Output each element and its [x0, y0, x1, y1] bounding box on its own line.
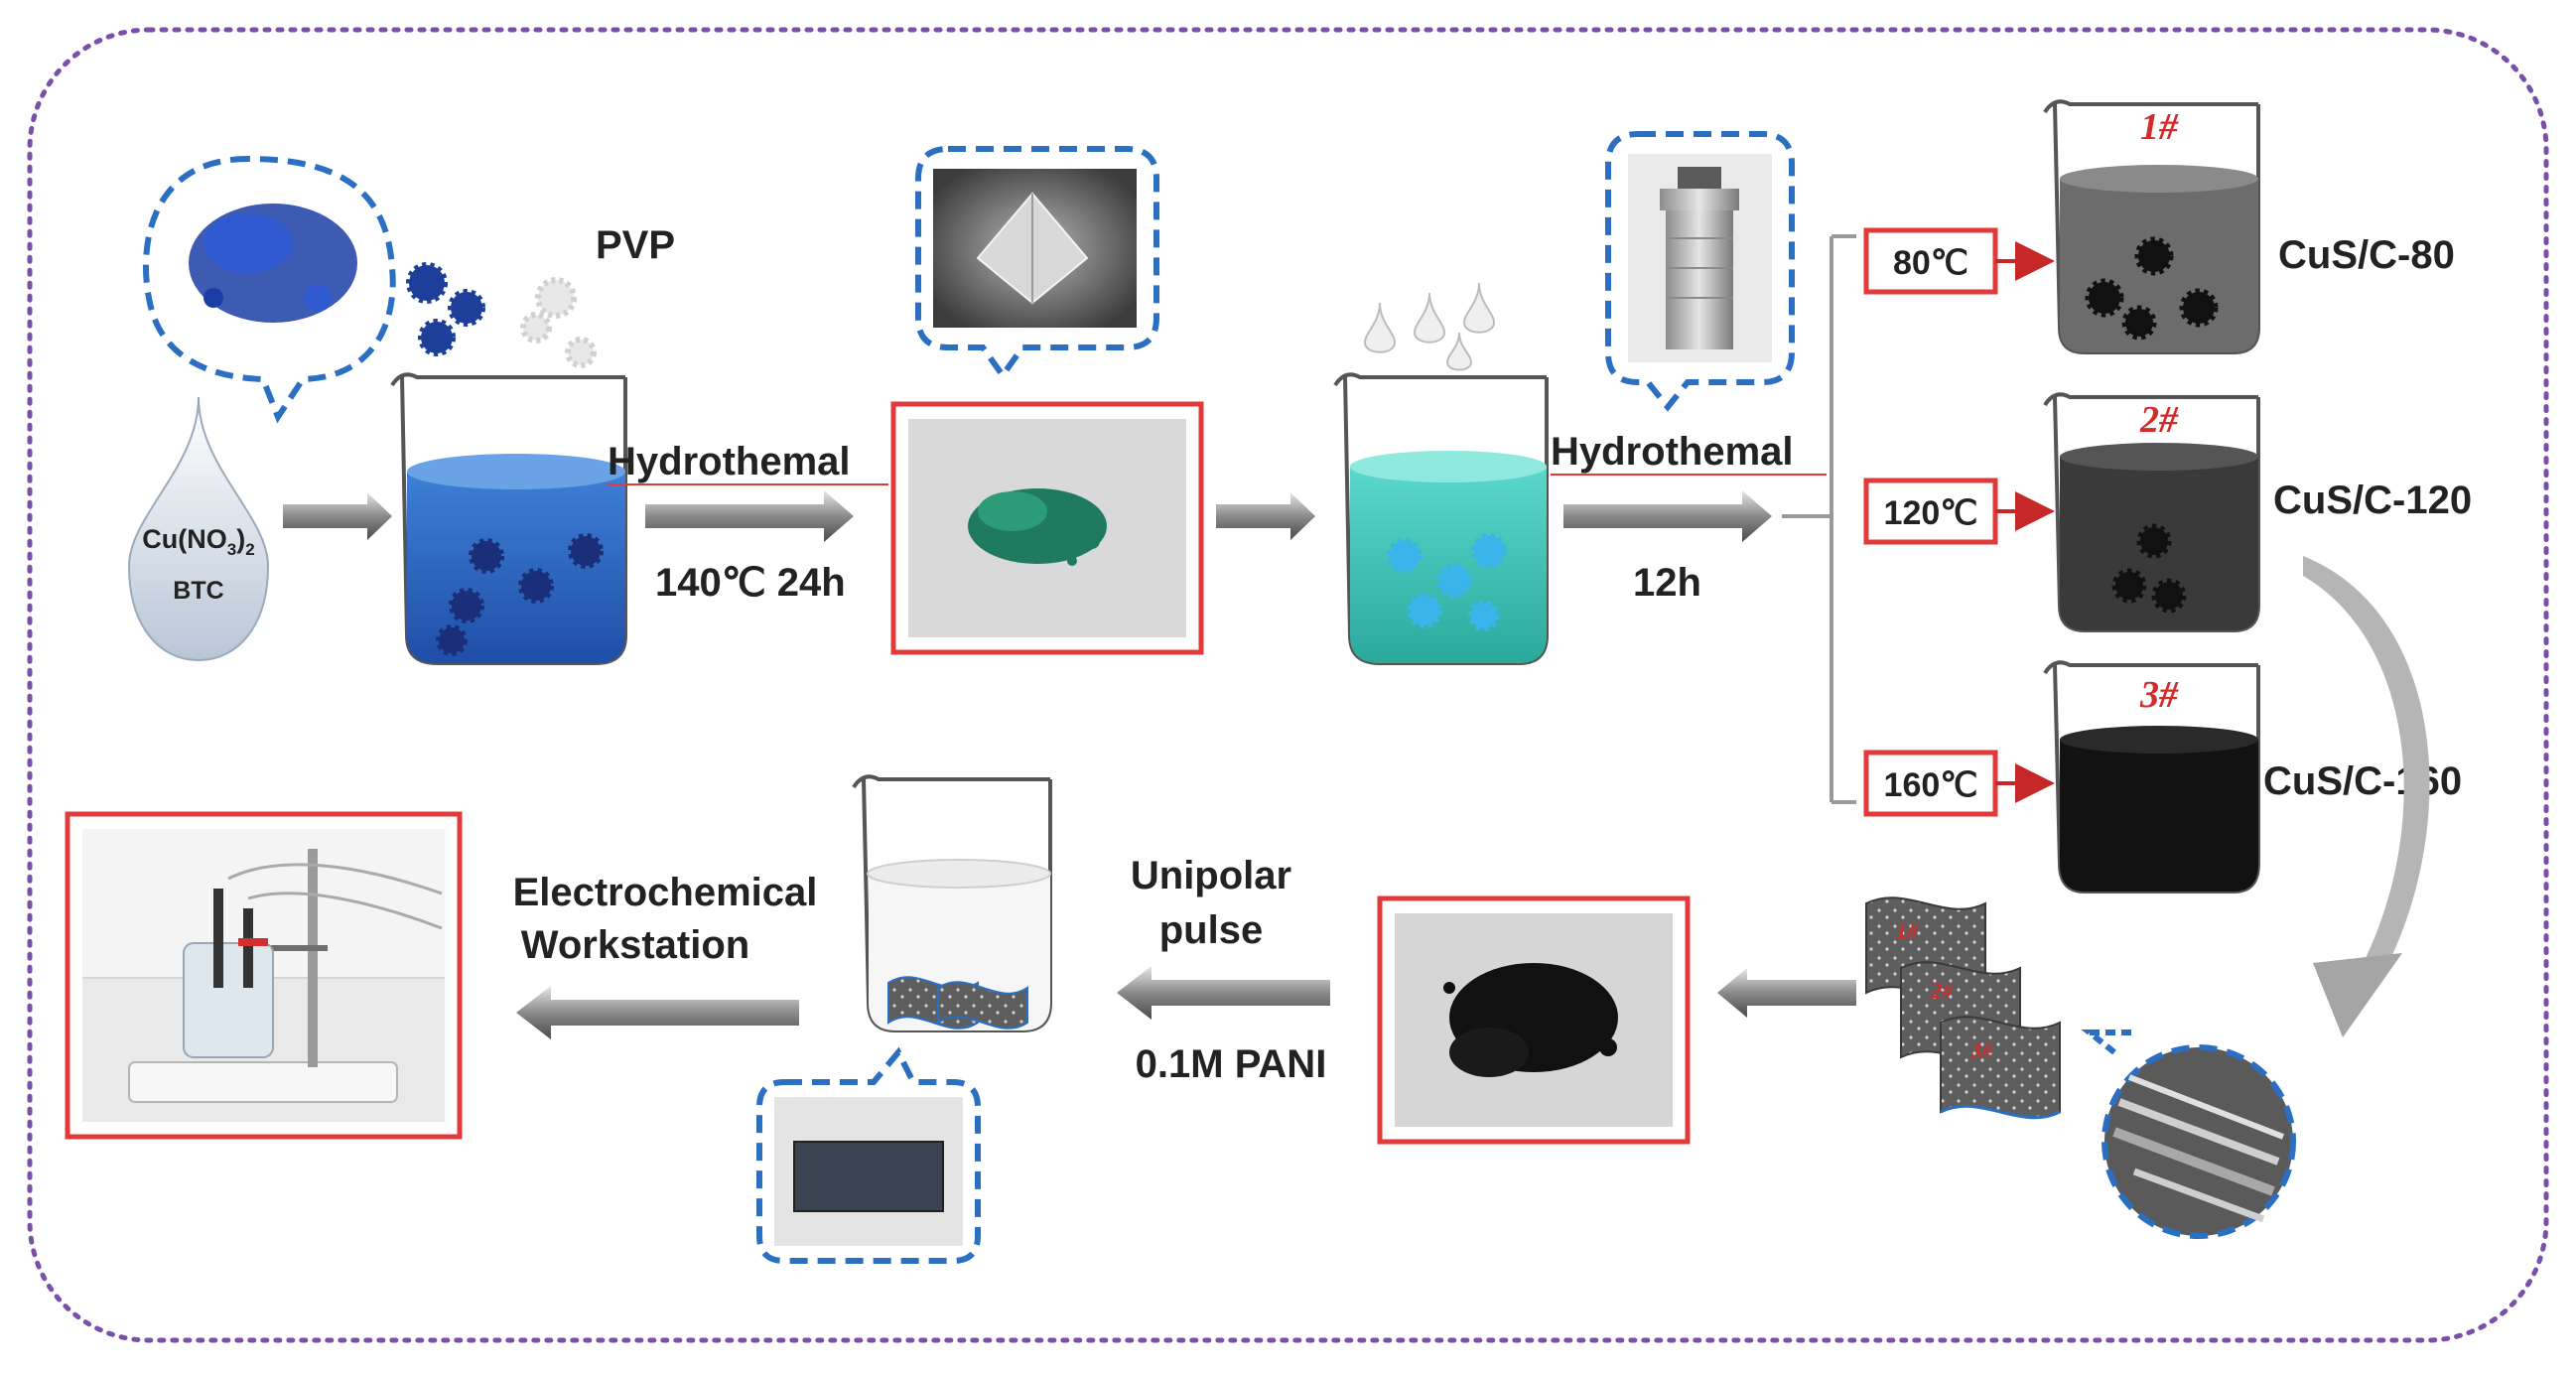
electrochemical-label: Electrochemical — [513, 871, 818, 914]
product-label-160: CuS/C-160 — [2263, 759, 2462, 803]
unipolar-label: Unipolar — [1131, 854, 1291, 897]
carbon-cloth-films: 1# 2# 3# — [1865, 896, 2061, 1120]
temp-row-160: 160℃ 3# CuS/C-160 — [1863, 660, 2462, 893]
arrow-deposition — [1117, 966, 1330, 1020]
beaker-teal — [1333, 372, 1549, 665]
pulse-label: pulse — [1159, 908, 1263, 952]
arrow-to-workstation — [516, 986, 799, 1039]
workstation-photo — [65, 811, 463, 1140]
mof-particles — [406, 262, 597, 368]
film-label-3: 3# — [1969, 1037, 1993, 1062]
temp-label-160: 160℃ — [1884, 766, 1978, 804]
deposition-beaker — [852, 774, 1052, 1032]
step2-condition: 12h — [1633, 561, 1701, 605]
sem-octahedron-bubble — [915, 146, 1159, 381]
hydrothermal-label-2: Hydrothemal — [1551, 430, 1794, 474]
film-label-1: 1# — [1896, 918, 1919, 943]
temp-row-120: 120℃ 2# CuS/C-120 — [1863, 392, 2472, 632]
steam-droplets — [1363, 282, 1496, 371]
step1-condition: 140℃ 24h — [655, 561, 846, 605]
product-label-120: CuS/C-120 — [2273, 479, 2472, 522]
arrow-to-beaker2 — [1216, 492, 1315, 540]
hydrothermal-label-1: Hydrothemal — [608, 440, 851, 483]
sem-fibers-circle — [2081, 1030, 2296, 1239]
coated-cloth-bubble — [756, 1046, 981, 1264]
workstation-label: Workstation — [521, 923, 749, 967]
reactant-btc: BTC — [173, 577, 223, 605]
temp-label-80: 80℃ — [1893, 244, 1968, 282]
sample-label-3: 3# — [2139, 674, 2179, 716]
green-powder-photo — [890, 401, 1204, 655]
reactant-formula: Cu(NO3)2 — [142, 524, 254, 559]
temp-label-120: 120℃ — [1884, 494, 1978, 532]
product-label-80: CuS/C-80 — [2278, 233, 2455, 277]
autoclave-bubble — [1605, 131, 1795, 412]
sample-label-2: 2# — [2139, 399, 2179, 441]
pvp-label: PVP — [596, 223, 675, 267]
reactant-drop: Cu(NO3)2 BTC — [127, 396, 270, 662]
arrow-to-beaker1 — [283, 492, 392, 540]
cu-btc-powder-bubble — [142, 155, 396, 424]
temperature-bracket — [1782, 234, 1856, 804]
sample-label-1: 1# — [2140, 106, 2179, 148]
arrow-to-black-powder — [1717, 968, 1856, 1018]
black-powder-photo — [1377, 895, 1691, 1145]
arrow-step1 — [645, 490, 854, 542]
pani-label: 0.1M PANI — [1136, 1042, 1327, 1086]
beaker-blue — [390, 372, 627, 665]
arrow-step2 — [1563, 490, 1772, 542]
film-label-2: 2# — [1930, 978, 1954, 1003]
outer-border — [27, 27, 2549, 1343]
curved-arrow — [2303, 556, 2430, 1037]
temp-row-80: 80℃ 1# CuS/C-80 — [1863, 99, 2455, 354]
